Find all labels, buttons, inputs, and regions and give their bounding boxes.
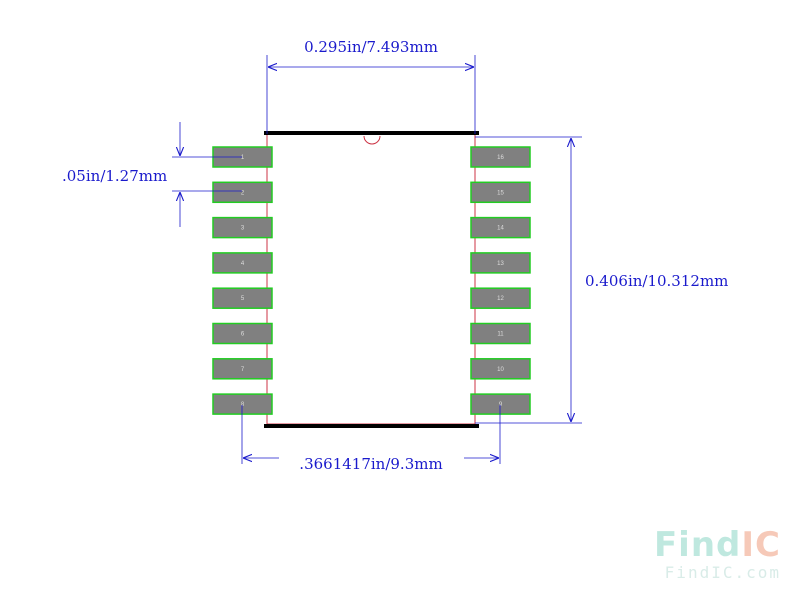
pad-left-7 (212, 358, 273, 380)
watermark-logo: FindIC (654, 525, 781, 565)
right-pad-row: 16 15 14 13 12 11 10 9 (470, 146, 531, 415)
pad-right-16 (470, 146, 531, 168)
pin-number-label: 5 (241, 296, 245, 302)
pad-right-15 (470, 181, 531, 204)
dimension-body-width: 0.295in/7.493mm (266, 38, 476, 134)
left-pad-row: 1 2 3 4 5 6 7 8 (212, 146, 273, 415)
body-width-label: 0.295in/7.493mm (304, 38, 438, 56)
pad-right-10 (470, 358, 531, 380)
pad-left-6 (212, 322, 273, 345)
pad-left-3 (212, 216, 273, 239)
pin-number-label: 8 (241, 402, 245, 408)
pin-number-label: 7 (241, 367, 245, 373)
dimension-body-length: 0.406in/10.312mm (475, 136, 728, 424)
pin-number-label: 4 (241, 261, 245, 267)
dimension-pitch: .05in/1.27mm (62, 122, 242, 227)
findic-watermark: FindIC FindIC.com (654, 525, 781, 582)
pad-left-8 (212, 393, 273, 415)
pad-right-11 (470, 322, 531, 345)
pin-number-label: 12 (497, 296, 504, 302)
watermark-url: FindIC.com (665, 563, 781, 582)
pad-right-13 (470, 252, 531, 274)
pad-right-14 (470, 216, 531, 239)
pin-number-label: 6 (241, 332, 245, 338)
pin-number-label: 1 (241, 155, 245, 161)
pin-number-label: 13 (497, 261, 504, 267)
pin1-notch (363, 135, 381, 145)
pad-left-5 (212, 287, 273, 309)
pad-left-4 (212, 252, 273, 274)
pad-right-12 (470, 287, 531, 309)
pin-number-label: 11 (497, 332, 504, 338)
body-length-label: 0.406in/10.312mm (585, 272, 728, 290)
dimension-lead-span: .3661417in/9.3mm (241, 405, 501, 473)
pin-number-label: 15 (497, 190, 504, 196)
pin-number-label: 9 (499, 402, 503, 408)
package-body-outline (266, 133, 476, 425)
pin-number-label: 14 (497, 226, 504, 232)
bottom-edge-bar (264, 424, 479, 428)
pin-number-label: 2 (241, 190, 245, 196)
pin-number-label: 3 (241, 226, 245, 232)
pin-number-label: 10 (497, 367, 504, 373)
top-edge-bar (264, 131, 479, 135)
lead-span-label: .3661417in/9.3mm (299, 455, 442, 473)
pin-number-label: 16 (497, 155, 504, 161)
pad-right-9 (470, 393, 531, 415)
pitch-label: .05in/1.27mm (62, 167, 167, 185)
pad-left-2 (212, 181, 273, 204)
